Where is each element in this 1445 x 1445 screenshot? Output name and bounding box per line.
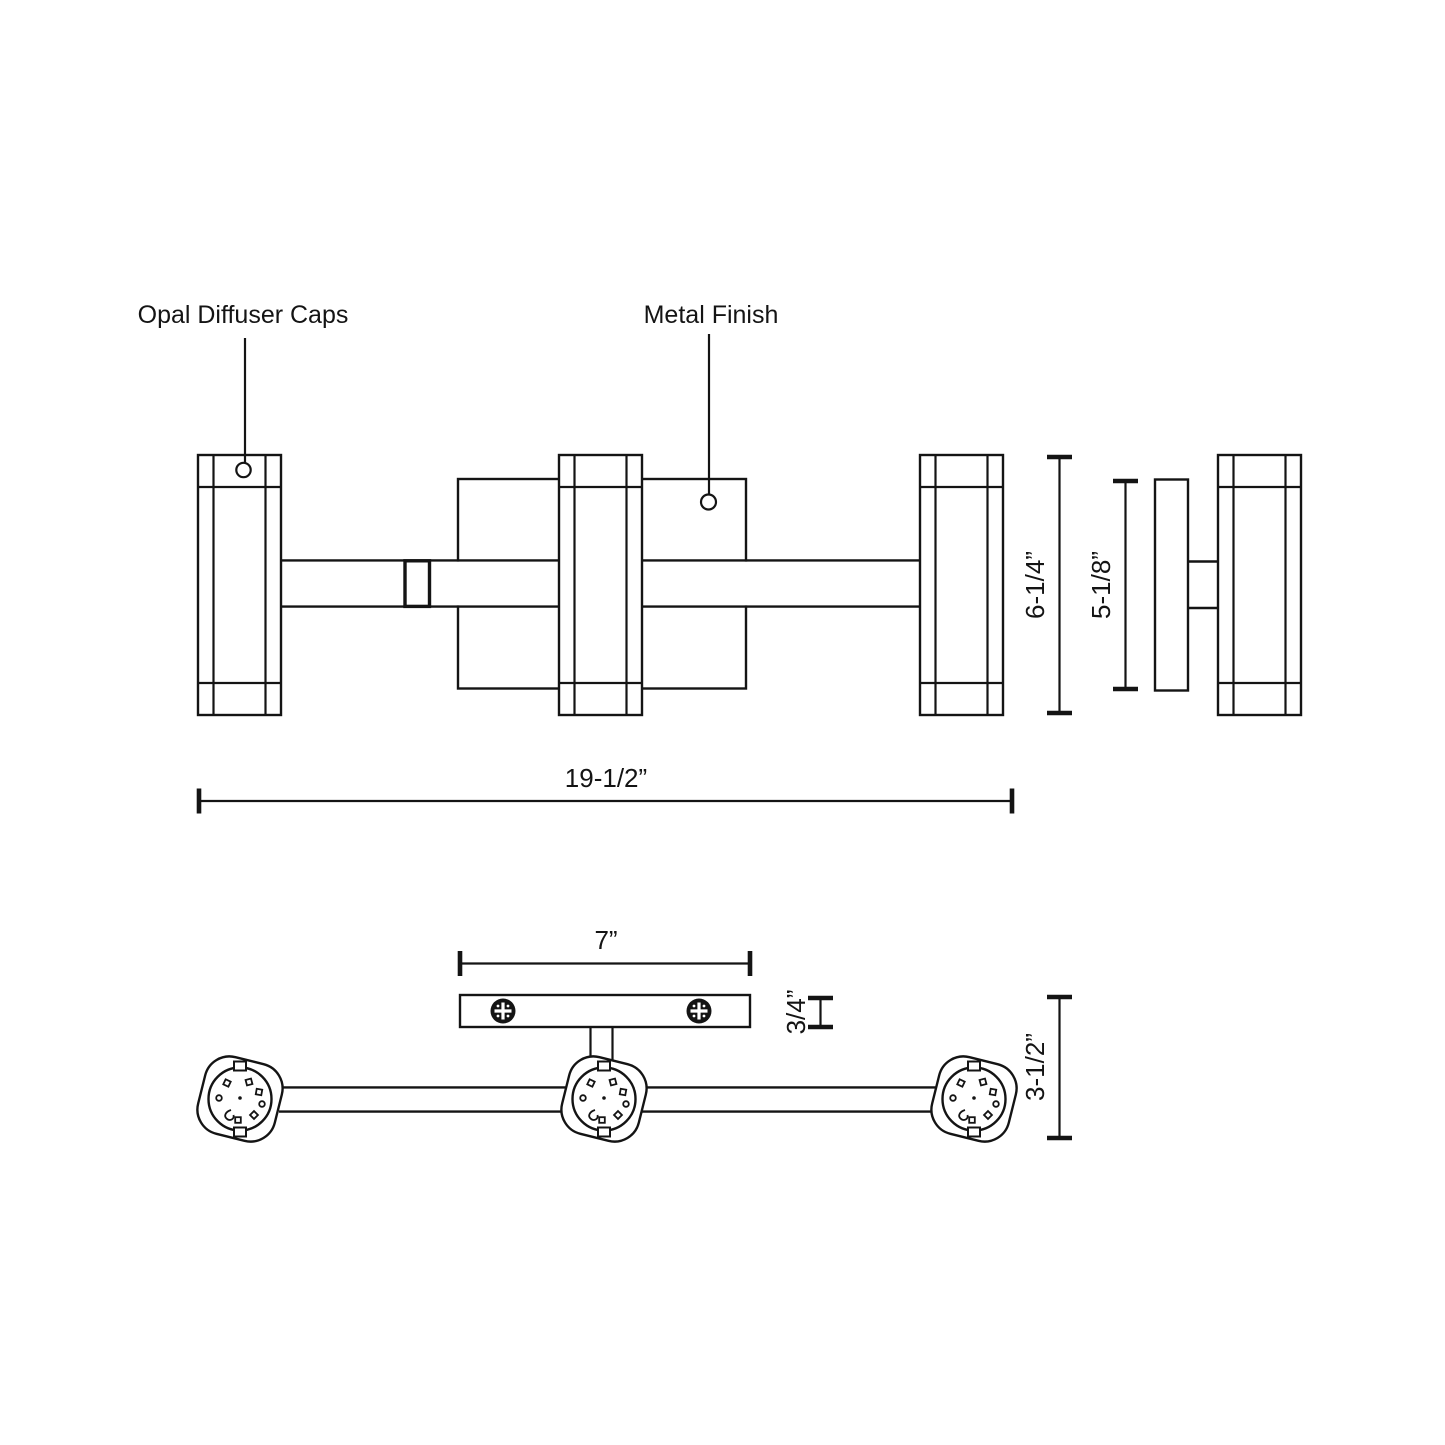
dim-backplate-thickness-text: 3/4”	[781, 990, 811, 1035]
screw-right	[684, 996, 714, 1026]
plan-view: 7” 3/4” 3-1/2”	[190, 925, 1072, 1149]
label-opal-diffuser-caps: Opal Diffuser Caps	[138, 301, 349, 329]
light-left	[196, 453, 283, 717]
cap-right	[924, 1049, 1024, 1149]
dim-body-height: 5-1/8”	[1086, 478, 1138, 692]
arm-joint	[403, 559, 432, 609]
diffuser-leader	[235, 338, 252, 479]
cap-left	[190, 1049, 290, 1149]
dim-overall-height-text: 6-1/4”	[1020, 551, 1050, 619]
light-side-profile	[1216, 453, 1303, 717]
side-view: 5-1/8”	[1086, 453, 1303, 717]
leader-marker	[235, 461, 252, 479]
screw-left	[488, 996, 518, 1026]
light-right	[918, 453, 1005, 717]
dim-overall-width: 19-1/2”	[196, 763, 1015, 814]
dim-backplate-thickness: 3/4”	[781, 990, 833, 1035]
label-metal-finish: Metal Finish	[644, 301, 779, 329]
light-center	[557, 453, 644, 717]
front-view: Opal Diffuser Caps Metal Finish 6-1/4” 1…	[138, 301, 1072, 814]
dim-overall-depth: 3-1/2”	[1020, 994, 1072, 1141]
dim-overall-depth-text: 3-1/2”	[1020, 1033, 1050, 1101]
cap-center	[554, 1049, 654, 1149]
arm-side-stub	[1188, 560, 1218, 610]
dim-backplate-width-text: 7”	[594, 925, 617, 955]
backplate-side-profile	[1153, 478, 1190, 692]
leader-marker	[699, 493, 718, 511]
dim-overall-width-text: 19-1/2”	[565, 763, 647, 793]
dim-backplate-width: 7”	[457, 925, 753, 976]
finish-leader	[699, 334, 718, 511]
dim-overall-height: 6-1/4”	[1020, 454, 1072, 716]
dim-body-height-text: 5-1/8”	[1086, 551, 1116, 619]
